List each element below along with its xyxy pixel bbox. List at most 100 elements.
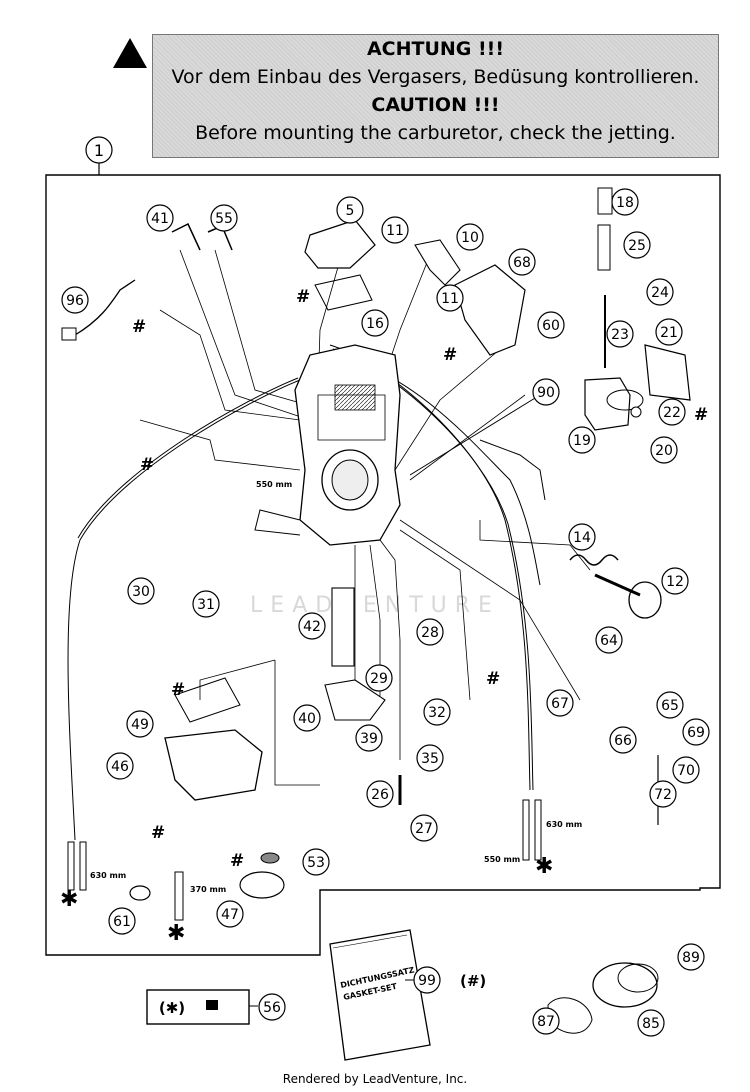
part-callout-11: 11 xyxy=(436,284,464,312)
part-callout-number: 21 xyxy=(660,325,678,341)
part-callout-5: 5 xyxy=(336,196,364,224)
hash-marker: # xyxy=(443,345,457,365)
part-callout-14: 14 xyxy=(568,523,596,551)
float-part xyxy=(324,679,386,721)
part-callout-18: 18 xyxy=(611,188,639,216)
hash-markers: # # # # # # # # # xyxy=(132,287,708,871)
hash-marker: # xyxy=(171,680,185,700)
measurement-label: 550 mm xyxy=(256,480,292,489)
part-callout-number: 30 xyxy=(132,584,150,600)
part-callout-99: 99 xyxy=(413,966,441,994)
part-callout-number: 29 xyxy=(370,671,388,687)
kit-56-box xyxy=(146,989,250,1025)
part-callout-number: 89 xyxy=(682,950,700,966)
warning-box: ACHTUNG !!! Vor dem Einbau des Vergasers… xyxy=(152,34,719,158)
part-callout-number: 19 xyxy=(573,433,591,449)
part-callout-number: 41 xyxy=(151,211,169,227)
part-callout-11: 11 xyxy=(381,216,409,244)
kit-99-label: (#) xyxy=(460,972,486,990)
sensor-cable-part xyxy=(74,279,136,336)
part-callout-number: 22 xyxy=(663,405,681,421)
star-marker: ✱ xyxy=(167,921,185,946)
warning-de-text: Vor dem Einbau des Vergasers, Bedüsung k… xyxy=(171,66,700,88)
part-callout-24: 24 xyxy=(646,278,674,306)
part-callout-number: 35 xyxy=(421,751,439,767)
warning-en-title: CAUTION !!! xyxy=(371,94,500,116)
float-bowl-gasket xyxy=(174,677,241,723)
part-callout-56: 56 xyxy=(258,993,286,1021)
star-markers: ✱ ✱ ✱ xyxy=(60,854,553,946)
part-callout-number: 14 xyxy=(573,530,591,546)
part-callout-41: 41 xyxy=(146,204,174,232)
part-callout-number: 67 xyxy=(551,696,569,712)
throttle-sensor-part xyxy=(592,962,658,1008)
part-callout-32: 32 xyxy=(423,698,451,726)
warning-en-text: Before mounting the carburetor, check th… xyxy=(195,122,676,144)
part-callout-27: 27 xyxy=(410,814,438,842)
bracket-part xyxy=(414,239,461,286)
top-cover-gasket xyxy=(314,274,373,311)
part-callout-53: 53 xyxy=(302,848,330,876)
hash-marker: # xyxy=(296,287,310,307)
part-callout-28: 28 xyxy=(416,618,444,646)
warning-de-title: ACHTUNG !!! xyxy=(366,38,505,60)
part-callout-30: 30 xyxy=(127,577,155,605)
part-callout-87: 87 xyxy=(532,1007,560,1035)
part-callout-number: 96 xyxy=(66,293,84,309)
top-cover-part xyxy=(304,219,376,269)
part-callout-number: 20 xyxy=(655,443,673,459)
pump-housing-part xyxy=(239,871,285,899)
part-callout-number: 32 xyxy=(428,705,446,721)
hash-marker: # xyxy=(230,851,244,871)
part-callout-46: 46 xyxy=(106,752,134,780)
part-callout-66: 66 xyxy=(609,726,637,754)
footer-credit: Rendered by LeadVenture, Inc. xyxy=(282,1072,468,1086)
part-callout-69: 69 xyxy=(682,718,710,746)
part-callout-55: 55 xyxy=(210,204,238,232)
part-callout-65: 65 xyxy=(656,691,684,719)
kit-56-part-icon xyxy=(206,1000,218,1010)
part-callout-number: 25 xyxy=(628,238,646,254)
part-callout-number: 26 xyxy=(371,787,389,803)
warning-triangle-icon xyxy=(113,38,147,68)
part-callout-number: 72 xyxy=(654,787,672,803)
assembly-callout: 1 xyxy=(85,136,113,164)
part-callout-31: 31 xyxy=(192,590,220,618)
carburetor-body xyxy=(254,344,401,546)
part-callout-number: 61 xyxy=(113,914,131,930)
part-callout-number: 69 xyxy=(687,725,705,741)
part-callout-number: 90 xyxy=(537,385,555,401)
measurement-label: 630 mm xyxy=(90,871,126,880)
part-callout-number: 46 xyxy=(111,759,129,775)
accelerator-pump-part xyxy=(584,377,631,431)
part-callout-number: 28 xyxy=(421,625,439,641)
part-callout-35: 35 xyxy=(416,744,444,772)
part-callout-number: 68 xyxy=(513,255,531,271)
part-callout-26: 26 xyxy=(366,780,394,808)
svg-text:1: 1 xyxy=(94,141,104,160)
part-callout-64: 64 xyxy=(595,626,623,654)
part-callout-number: 64 xyxy=(600,633,618,649)
part-callout-68: 68 xyxy=(508,248,536,276)
part-callout-23: 23 xyxy=(606,320,634,348)
part-callout-number: 5 xyxy=(346,203,355,219)
part-callout-89: 89 xyxy=(677,943,705,971)
watermark-text: LEADVENTURE xyxy=(250,593,500,618)
part-callout-39: 39 xyxy=(355,724,383,752)
star-marker: ✱ xyxy=(535,854,553,879)
kit-56-label: (✱) xyxy=(159,999,185,1017)
measurement-label: 550 mm xyxy=(484,855,520,864)
part-callout-number: 65 xyxy=(661,698,679,714)
hash-marker: # xyxy=(140,455,154,475)
part-callout-number: 87 xyxy=(537,1014,555,1030)
part-callout-number: 53 xyxy=(307,855,325,871)
part-callout-29: 29 xyxy=(365,664,393,692)
part-callout-12: 12 xyxy=(661,567,689,595)
part-callout-72: 72 xyxy=(649,780,677,808)
slide-plate-part xyxy=(331,587,355,667)
part-callout-number: 10 xyxy=(461,230,479,246)
measurement-label: 370 mm xyxy=(190,885,226,894)
part-callout-61: 61 xyxy=(108,907,136,935)
part-callout-number: 11 xyxy=(386,223,404,239)
